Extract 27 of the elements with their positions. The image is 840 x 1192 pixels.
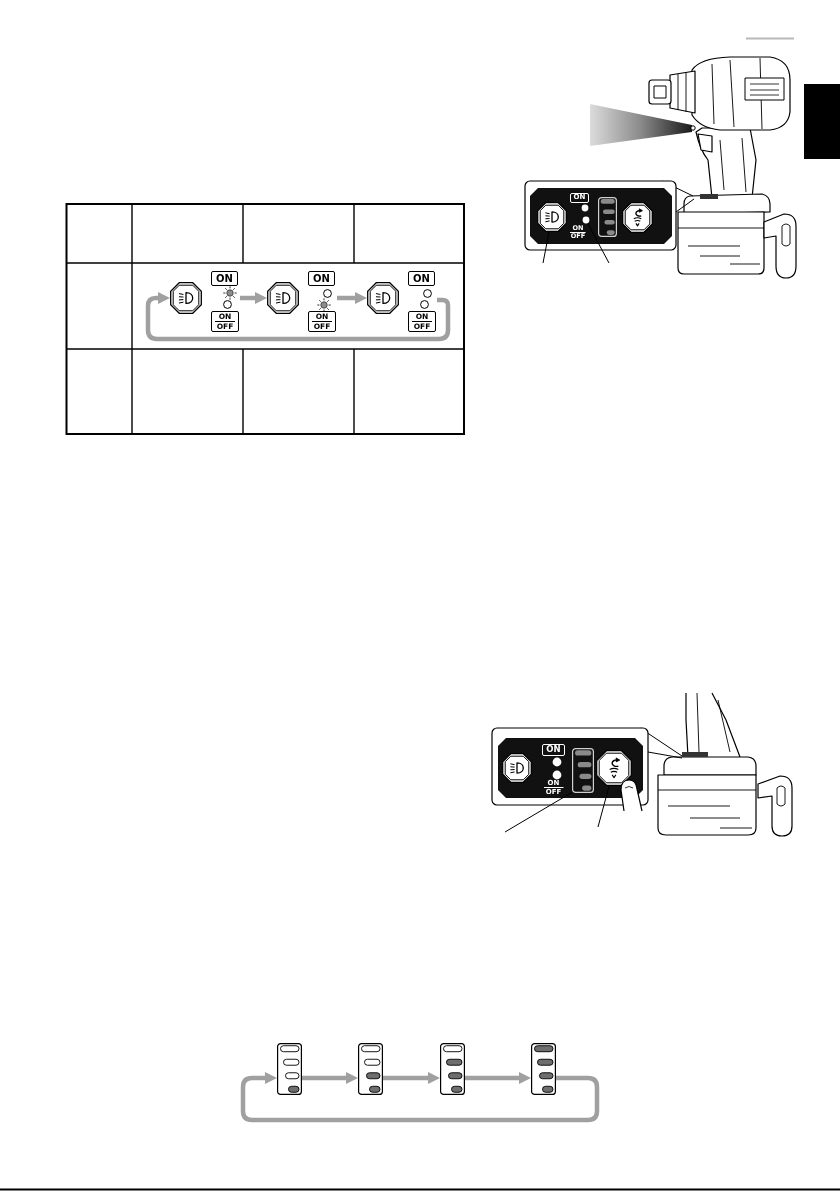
light-mode-indicator [267,270,337,333]
section-tab [804,84,840,159]
leader-line [587,223,610,264]
leader-line [542,231,550,264]
arrow [240,1072,600,1123]
level-gauge-icon [572,748,594,793]
light-mode-indicator [170,270,240,333]
level-gauge-icon [358,1043,383,1095]
arrow [337,292,367,304]
level-gauge-icon [440,1043,465,1095]
level-gauge-icon [531,1043,556,1095]
on-label: ON [211,271,238,287]
on-label: ON [308,271,335,287]
leader-line [504,791,573,833]
light-button-icon [537,202,567,232]
light-mode-indicator [367,270,437,333]
leader-line [597,785,610,828]
led-icon [582,216,590,224]
on-label: ON [408,271,435,287]
arrow [240,292,267,304]
on-label: ON [542,744,565,756]
arrow [383,1072,440,1084]
arrow [145,292,451,342]
arrow [302,1072,358,1084]
arrow [465,1072,531,1084]
mode-button-icon [596,750,632,786]
level-gauge-icon [277,1043,302,1095]
